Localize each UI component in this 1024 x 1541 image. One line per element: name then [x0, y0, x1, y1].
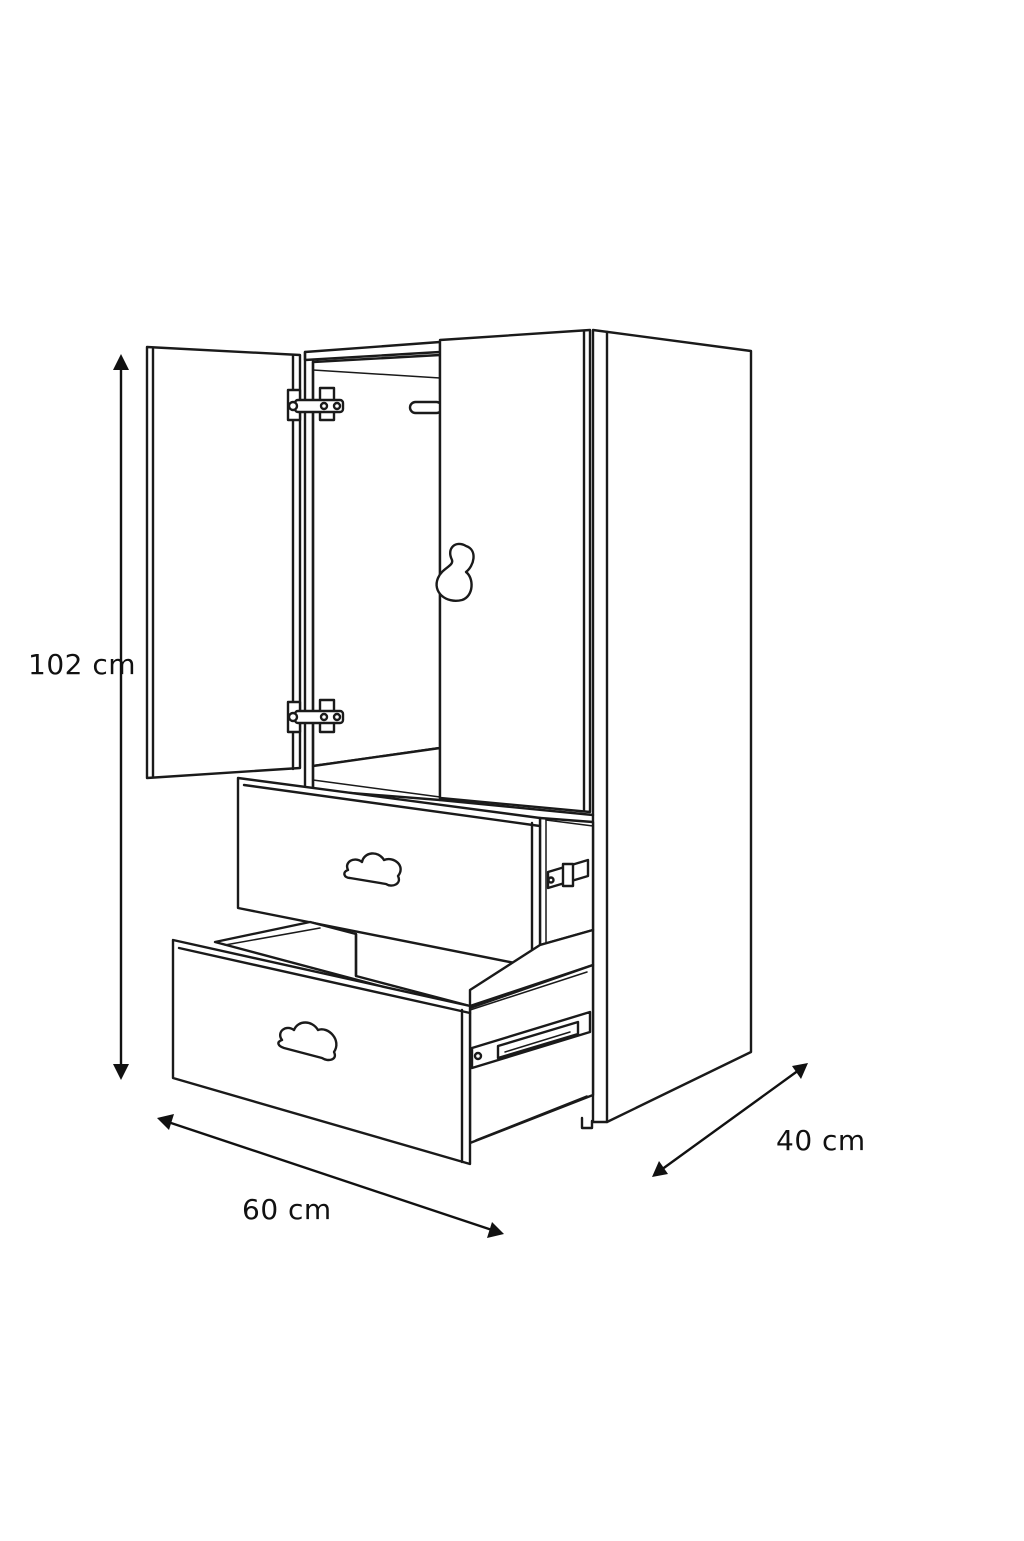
right-door — [438, 328, 592, 814]
bottom-hinge — [286, 698, 345, 734]
height-dimension-label: 102 cm — [28, 648, 137, 681]
lower-drawer-box-inner-top — [469, 971, 588, 1011]
door-cloud-knob — [435, 542, 475, 602]
lower-drawer-front-top — [177, 946, 472, 1015]
depth-dimension-label: 40 cm — [776, 1124, 866, 1157]
upper-drawer-box-top — [545, 819, 594, 827]
lower-drawer-box-inner-bottom — [475, 1095, 588, 1141]
upper-drawer-front-top — [242, 783, 542, 828]
lower-drawer-cloud-handle — [277, 1021, 338, 1062]
left-door — [145, 345, 302, 780]
lower-drawer-slide — [470, 1010, 592, 1070]
lower-drawer-interior-line — [224, 927, 321, 946]
upper-drawer-slide — [546, 858, 590, 890]
width-dimension-label: 60 cm — [242, 1193, 332, 1226]
hanging-rail — [408, 400, 444, 415]
upper-drawer-cloud-handle — [343, 852, 402, 887]
depth-dimension-arrow — [652, 1063, 808, 1177]
height-dimension-arrow — [113, 354, 129, 1080]
cabinet-shelf-edge — [312, 779, 441, 798]
cabinet-side-panel — [591, 328, 753, 1124]
top-hinge — [286, 386, 345, 422]
cabinet-foot — [580, 1116, 594, 1130]
cabinet-interior-top-edge — [312, 369, 441, 379]
width-dimension-arrow — [157, 1114, 504, 1238]
cabinet-middle-rail — [438, 798, 595, 817]
